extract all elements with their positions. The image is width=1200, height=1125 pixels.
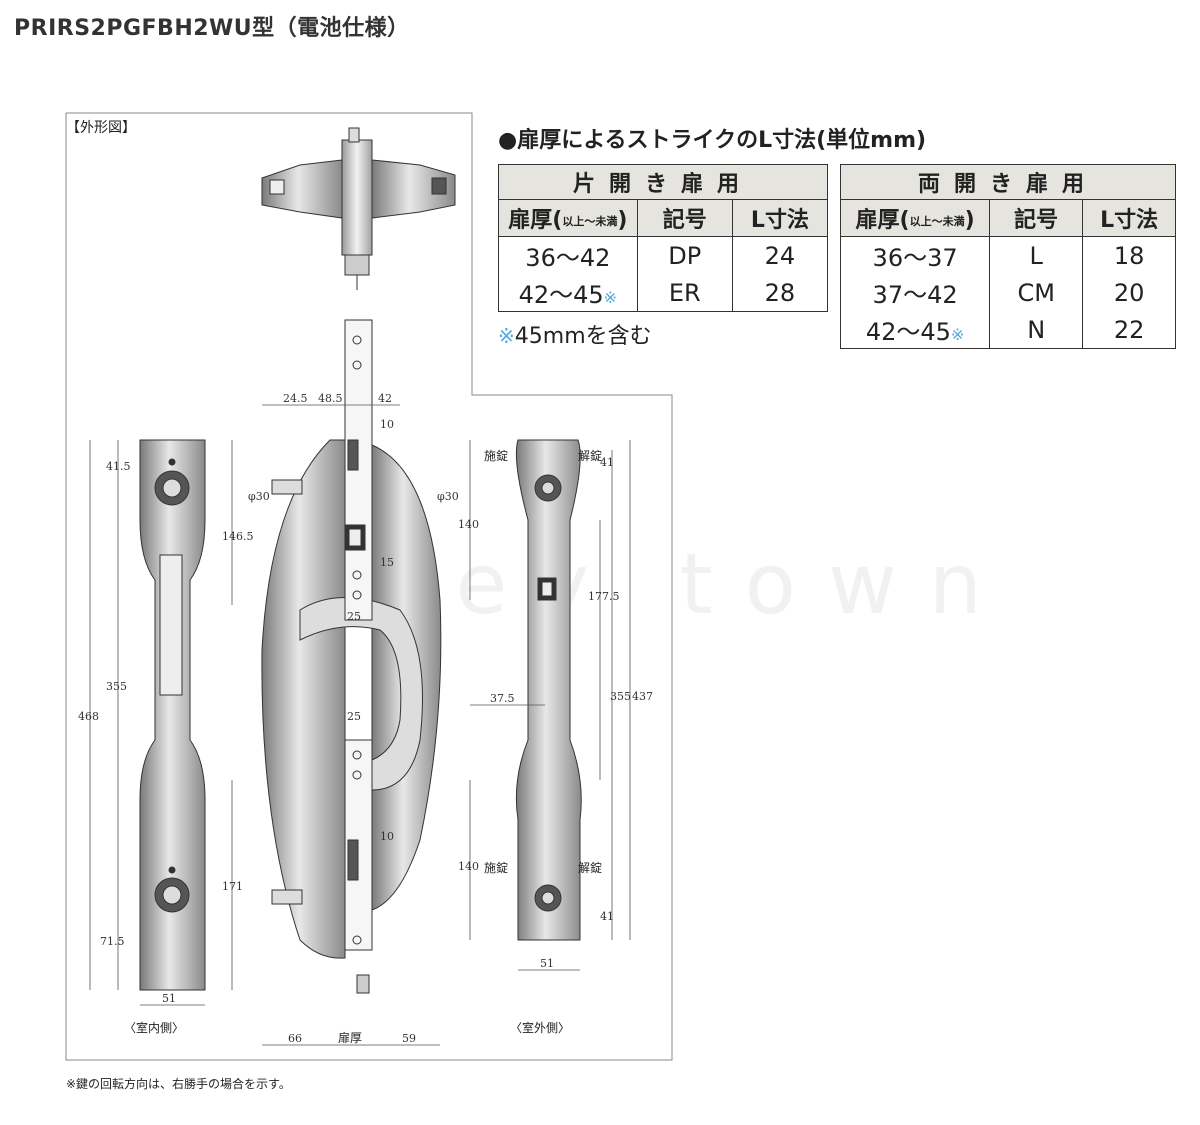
col-thickness-small: 以上～未満 bbox=[562, 215, 618, 228]
outdoor-label: 〈室外側〉 bbox=[510, 1020, 570, 1035]
dim-59: 59 bbox=[402, 1032, 416, 1045]
asterisk-mark: ※ bbox=[498, 324, 515, 348]
col-thickness: 扉厚(以上～未満) bbox=[498, 199, 638, 237]
dim-66: 66 bbox=[288, 1032, 302, 1045]
double-door-table: 両開き扉用 扉厚(以上～未満) 記号 L寸法 36～37 L 18 37～42 … bbox=[839, 164, 1176, 349]
dim-177-5: 177.5 bbox=[588, 590, 620, 603]
table-cell-range: 37～42 bbox=[839, 274, 991, 311]
dim-171: 171 bbox=[222, 880, 243, 893]
table-cell-range: 42～45※ bbox=[498, 274, 638, 312]
dim-41-bottom: 41 bbox=[600, 910, 614, 923]
table-cell-code: N bbox=[989, 311, 1084, 349]
dim-phi30-right: φ30 bbox=[437, 490, 459, 503]
dim-42: 42 bbox=[378, 392, 392, 405]
lock-label-bottom: 施錠 bbox=[484, 860, 508, 875]
dim-37-5: 37.5 bbox=[490, 692, 515, 705]
dimension-texts: 24.5 48.5 42 10 φ30 φ30 15 25 25 10 41.5… bbox=[78, 392, 653, 1045]
dim-48-5: 48.5 bbox=[318, 392, 343, 405]
side-view bbox=[261, 319, 442, 994]
dim-41-top: 41 bbox=[600, 456, 614, 469]
table-cell-code: L bbox=[989, 236, 1084, 274]
range-text: 42～45 bbox=[865, 318, 951, 346]
table-cell-l: 22 bbox=[1082, 311, 1176, 349]
indoor-handle bbox=[139, 439, 206, 991]
unlock-label-top: 解錠 bbox=[578, 448, 602, 463]
top-view bbox=[261, 127, 456, 290]
dim-355-right: 355 bbox=[610, 690, 631, 703]
range-text: 36～42 bbox=[525, 244, 611, 272]
dim-51-left: 51 bbox=[162, 992, 176, 1005]
asterisk-mark: ※ bbox=[603, 288, 618, 307]
col-l: L寸法 bbox=[1082, 199, 1176, 237]
dim-10-lower: 10 bbox=[380, 830, 394, 843]
col-code: 記号 bbox=[636, 199, 733, 237]
indoor-label: 〈室内側〉 bbox=[124, 1020, 184, 1035]
asterisk-mark: ※ bbox=[950, 325, 965, 344]
table-cell-l: 28 bbox=[731, 274, 829, 312]
range-text: 42～45 bbox=[518, 281, 604, 309]
dim-41-5: 41.5 bbox=[106, 460, 131, 473]
unlock-label-bottom: 解錠 bbox=[578, 860, 602, 875]
table-cell-l: 20 bbox=[1082, 274, 1176, 311]
dim-355-left: 355 bbox=[106, 680, 127, 693]
dim-51-right: 51 bbox=[540, 957, 554, 970]
footnote: ※鍵の回転方向は、右勝手の場合を示す。 bbox=[66, 1077, 291, 1091]
dim-437: 437 bbox=[632, 690, 653, 703]
col-thickness: 扉厚(以上～未満) bbox=[839, 199, 991, 237]
dim-71-5: 71.5 bbox=[100, 935, 125, 948]
col-thickness-main: 扉厚 bbox=[508, 208, 553, 233]
dim-phi30-left: φ30 bbox=[248, 490, 270, 503]
table-cell-l: 24 bbox=[731, 236, 829, 274]
table-cell-range: 36～37 bbox=[839, 236, 991, 274]
strike-title: ●扉厚によるストライクのL寸法(単位mm) bbox=[498, 128, 927, 153]
dim-468: 468 bbox=[78, 710, 99, 723]
door-thickness-label: 扉厚 bbox=[338, 1031, 362, 1045]
note-text: 45mmを含む bbox=[514, 324, 652, 349]
single-door-header: 片開き扉用 bbox=[498, 164, 828, 200]
dim-10-top: 10 bbox=[380, 418, 394, 431]
dim-24-5: 24.5 bbox=[283, 392, 308, 405]
note-45mm: ※45mmを含む bbox=[498, 318, 652, 350]
table-cell-code: CM bbox=[989, 274, 1084, 311]
col-code: 記号 bbox=[989, 199, 1084, 237]
dim-15: 15 bbox=[380, 556, 394, 569]
table-cell-code: ER bbox=[636, 274, 733, 312]
dim-140-bottom: 140 bbox=[458, 860, 479, 873]
table-cell-code: DP bbox=[636, 236, 733, 274]
dimension-lines bbox=[89, 404, 631, 1046]
outdoor-handle bbox=[515, 439, 582, 941]
col-thickness-small: 以上～未満 bbox=[909, 215, 965, 228]
outline-label: 【外形図】 bbox=[66, 120, 136, 136]
table-cell-range: 36～42 bbox=[498, 236, 638, 274]
table-cell-range: 42～45※ bbox=[839, 311, 991, 349]
lock-label-top: 施錠 bbox=[484, 448, 508, 463]
col-l: L寸法 bbox=[731, 199, 829, 237]
double-door-header: 両開き扉用 bbox=[840, 164, 1176, 200]
dim-25-lower: 25 bbox=[347, 710, 361, 723]
single-door-table: 片開き扉用 扉厚(以上～未満) 記号 L寸法 36～42 DP 24 42～45… bbox=[498, 164, 829, 312]
page-title: PRIRS2PGFBH2WU型（電池仕様） bbox=[14, 16, 410, 41]
dim-140-top: 140 bbox=[458, 518, 479, 531]
dim-146-5: 146.5 bbox=[222, 530, 254, 543]
dim-25-upper: 25 bbox=[347, 610, 361, 623]
col-thickness-main: 扉厚 bbox=[855, 208, 900, 233]
table-cell-l: 18 bbox=[1082, 236, 1176, 274]
